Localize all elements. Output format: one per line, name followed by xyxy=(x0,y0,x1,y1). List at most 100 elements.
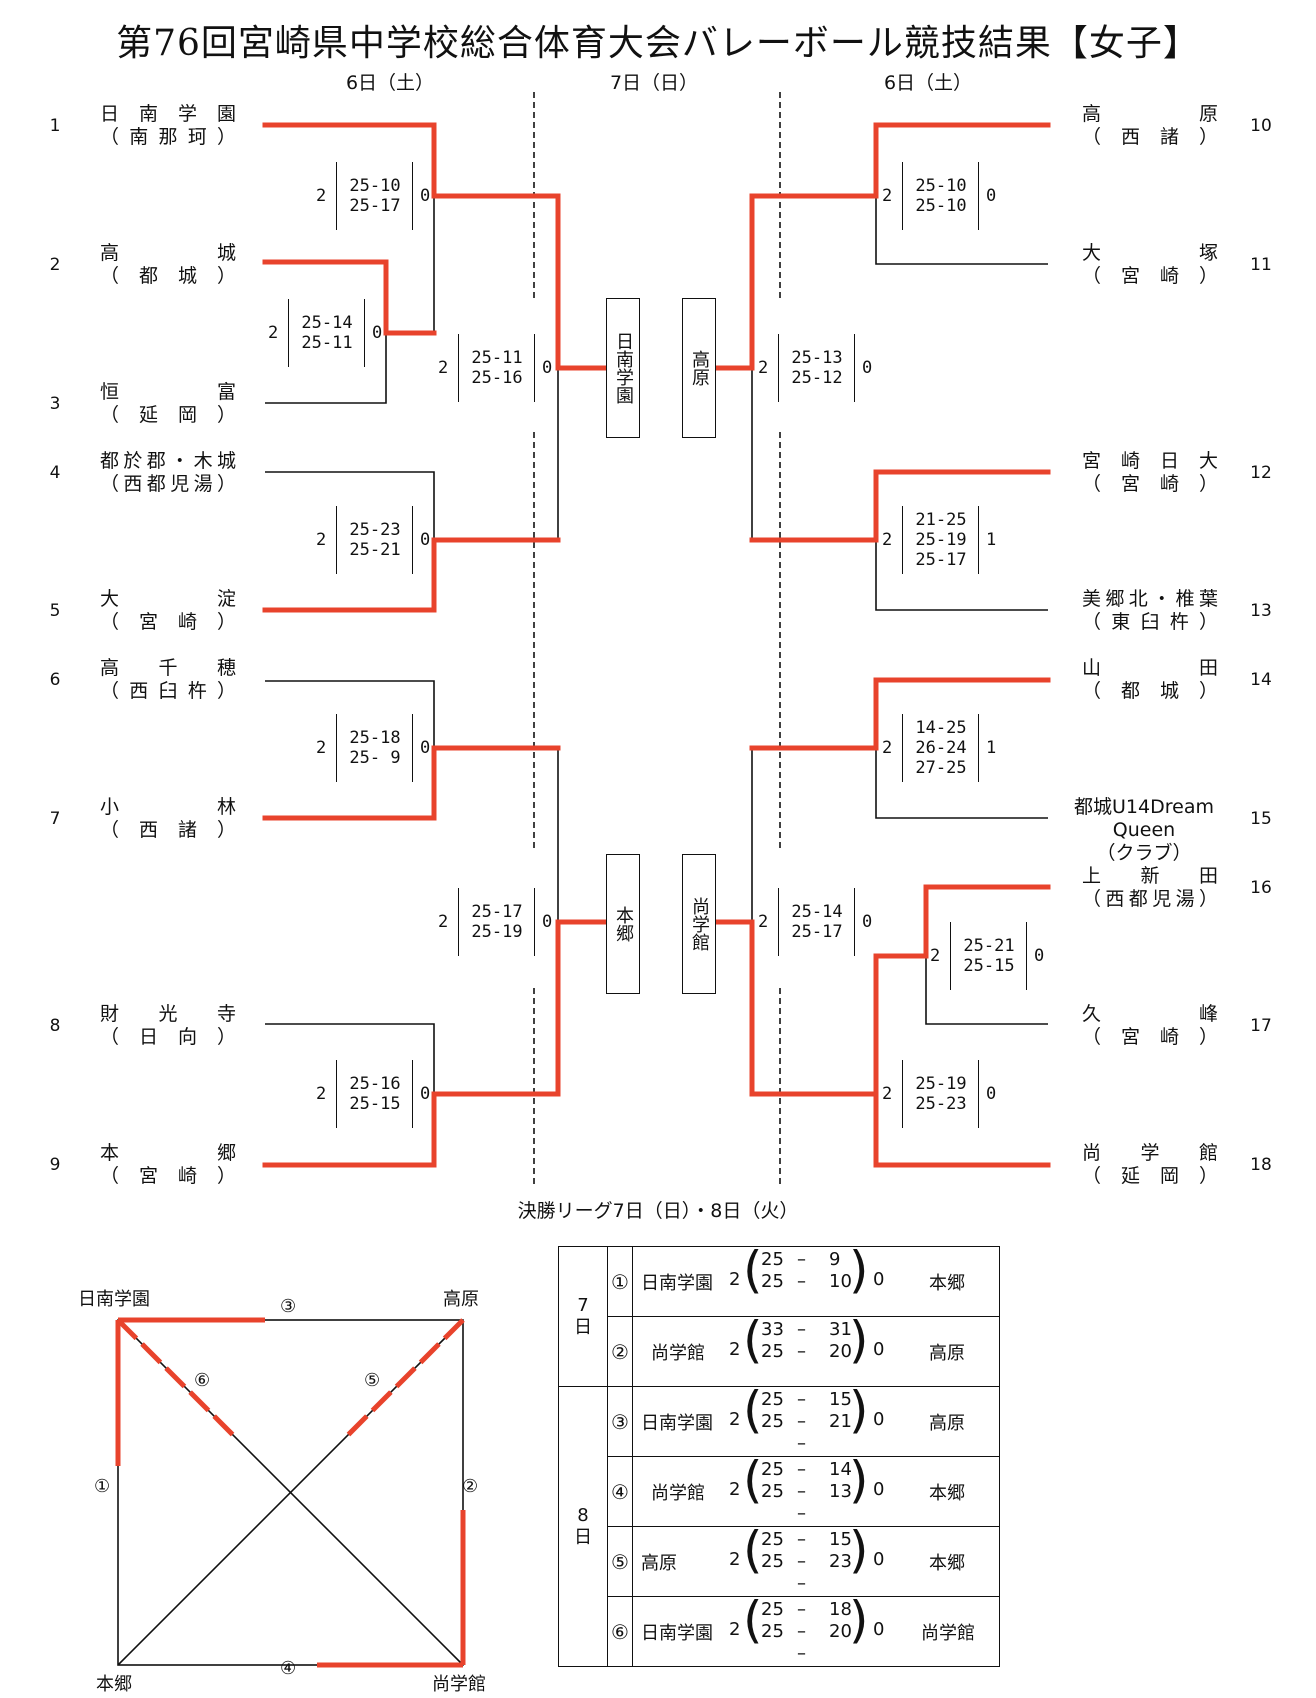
final-set-score: 25 xyxy=(761,1389,784,1410)
bracket-close: ) xyxy=(849,1521,869,1579)
match-loser-sets: 1 xyxy=(986,738,997,758)
final-team-a: 尚学館 xyxy=(651,1343,705,1364)
team-name: 尚学館 xyxy=(1082,1142,1218,1164)
team-number: 5 xyxy=(49,601,61,621)
team-region: （宮崎） xyxy=(1082,473,1218,495)
final-set-score: 13 xyxy=(829,1481,852,1502)
set-score: 25-14 xyxy=(301,313,353,333)
team-name: 都城U14Dream Queen xyxy=(1074,796,1214,841)
score-divider xyxy=(978,162,979,230)
match-winner-sets: 2 xyxy=(316,738,327,758)
set-score: 25-23 xyxy=(915,1094,967,1114)
score-divider xyxy=(458,888,459,956)
team-region: （宮崎） xyxy=(1082,1026,1218,1048)
dash: – xyxy=(797,1411,806,1432)
score-divider xyxy=(336,1060,337,1128)
bracket-open: ( xyxy=(743,1311,763,1369)
team-number: 18 xyxy=(1250,1155,1272,1175)
final-team-b: 尚学館 xyxy=(921,1623,975,1644)
corner-nichinan: 日南学園 xyxy=(78,1289,150,1310)
team-number: 14 xyxy=(1250,670,1272,690)
final-set-score: 25 xyxy=(761,1551,784,1572)
match-winner-sets: 2 xyxy=(882,186,893,206)
team-entry: 財光寺（日向） xyxy=(100,1003,236,1049)
team-entry: 尚学館（延岡） xyxy=(1082,1142,1218,1188)
bracket-lines xyxy=(262,92,1051,1188)
team-region: （日向） xyxy=(100,1026,236,1048)
final-team-a: 日南学園 xyxy=(641,1413,713,1434)
final-team-b-sets: 0 xyxy=(873,1479,885,1500)
mark-6: ⑥ xyxy=(194,1370,211,1391)
dash: – xyxy=(797,1249,806,1270)
bracket-open: ( xyxy=(743,1451,763,1509)
match-winner-sets: 2 xyxy=(316,186,327,206)
final-match-mark: ⑥ xyxy=(607,1596,633,1667)
corner-hongo: 本郷 xyxy=(96,1674,132,1695)
team-entry: 上新田（西都児湯） xyxy=(1082,865,1218,911)
score-divider xyxy=(854,334,855,402)
score-divider xyxy=(778,334,779,402)
team-number: 3 xyxy=(49,394,61,414)
team-region: （宮崎） xyxy=(1082,265,1218,287)
team-number: 12 xyxy=(1250,463,1272,483)
score-divider xyxy=(902,162,903,230)
set-score: 21-25 xyxy=(915,510,967,530)
final-team-a: 尚学館 xyxy=(651,1483,705,1504)
day-left: 6日（土） xyxy=(345,72,435,94)
final-set-score: 15 xyxy=(829,1529,852,1550)
team-number: 11 xyxy=(1250,255,1272,275)
set-score: 25-16 xyxy=(349,1074,401,1094)
score-divider xyxy=(336,506,337,574)
set-score: 25-21 xyxy=(963,936,1015,956)
final-team-a: 日南学園 xyxy=(641,1623,713,1644)
dash: – xyxy=(797,1621,806,1642)
final-team-a-sets: 2 xyxy=(729,1549,741,1570)
final-match-mark: ③ xyxy=(607,1386,633,1457)
team-entry: 美郷北・椎葉（東臼杵） xyxy=(1082,588,1218,634)
team-name: 高城 xyxy=(100,242,236,264)
final-set-score: 18 xyxy=(829,1599,852,1620)
final-set-score: 20 xyxy=(829,1341,852,1362)
final-match-mark: ④ xyxy=(607,1456,633,1527)
match-winner-sets: 2 xyxy=(438,912,449,932)
semifinalist-hongo: 本郷 xyxy=(606,854,640,994)
final-league-title: 決勝リーグ7日（日）・8日（火） xyxy=(517,1200,799,1222)
final-team-b-sets: 0 xyxy=(873,1549,885,1570)
bracket-close: ) xyxy=(849,1591,869,1649)
team-entry: 恒富（延岡） xyxy=(100,381,236,427)
final-league-diagram xyxy=(115,1317,466,1668)
dash: – xyxy=(797,1341,806,1362)
team-entry: 都於郡・木城（西都児湯） xyxy=(100,450,236,496)
final-team-a-sets: 2 xyxy=(729,1619,741,1640)
team-number: 6 xyxy=(49,670,61,690)
final-team-b-sets: 0 xyxy=(873,1269,885,1290)
match-loser-sets: 0 xyxy=(542,358,553,378)
match-loser-sets: 0 xyxy=(372,323,383,343)
match-loser-sets: 0 xyxy=(420,186,431,206)
final-set-score: 33 xyxy=(761,1319,784,1340)
team-number: 17 xyxy=(1250,1016,1272,1036)
semifinalist-takaharu: 高原 xyxy=(682,298,716,438)
set-score: 14-25 xyxy=(915,718,967,738)
match-winner-sets: 2 xyxy=(268,323,279,343)
match-winner-sets: 2 xyxy=(316,530,327,550)
final-set-score: 25 xyxy=(761,1341,784,1362)
set-score: 25-17 xyxy=(349,196,401,216)
team-entry: 小林（西諸） xyxy=(100,796,236,842)
score-divider xyxy=(854,888,855,956)
team-name: 小林 xyxy=(100,796,236,818)
team-entry: 高城（都城） xyxy=(100,242,236,288)
team-region: （都城） xyxy=(100,265,236,287)
team-name: 高千穂 xyxy=(100,657,236,679)
team-number: 7 xyxy=(49,809,61,829)
team-name: 山田 xyxy=(1082,657,1218,679)
bracket-open: ( xyxy=(743,1381,763,1439)
team-number: 4 xyxy=(49,463,61,483)
